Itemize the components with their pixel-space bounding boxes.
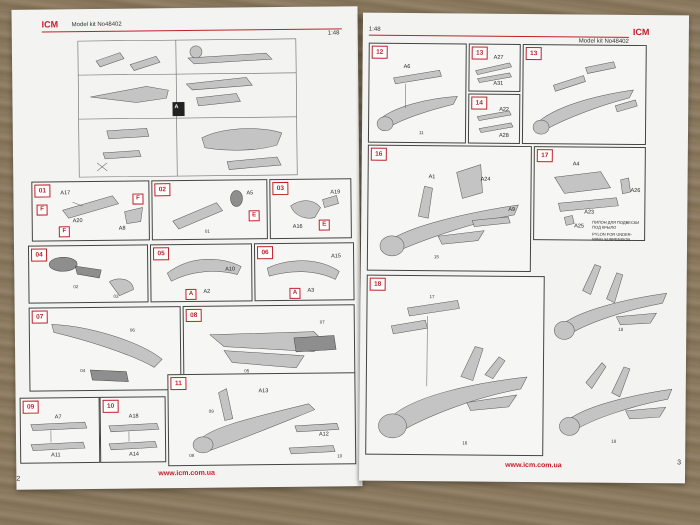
part-label: A12 bbox=[318, 431, 329, 438]
sub-assembly-number: 16 bbox=[462, 440, 468, 446]
step-02-panel: 02 A5 E 01 bbox=[151, 179, 268, 241]
part-label: A31 bbox=[493, 80, 504, 87]
sub-assembly-number: 09 bbox=[208, 408, 214, 414]
sprue-letter: A bbox=[174, 104, 179, 111]
part-label: A19 bbox=[330, 189, 341, 196]
step-13-assembly-panel: 13 bbox=[521, 43, 647, 146]
step-04-panel: 04 02 03 bbox=[27, 244, 149, 304]
sub-assembly-number: 02 bbox=[73, 284, 79, 290]
sub-assembly-number: 06 bbox=[129, 327, 135, 333]
note-english: PYLON FOR UNDER-WING SUSPENSION bbox=[592, 231, 632, 242]
part-label: A1 bbox=[428, 174, 436, 181]
step-16-panel: 16 A1 A24 A9 15 bbox=[366, 144, 532, 273]
part-label: A26 bbox=[630, 187, 641, 195]
sub-assembly-number: 08 bbox=[189, 452, 195, 458]
part-label: A13 bbox=[258, 388, 269, 395]
part-label: A11 bbox=[51, 452, 61, 459]
header-rule bbox=[41, 28, 342, 33]
sub-assembly-number: 18 bbox=[611, 438, 617, 444]
part-label: A17 bbox=[60, 190, 71, 197]
step-01-panel: 01 A17 A20 A8 F F F bbox=[31, 180, 150, 242]
sub-assembly-number: 03 bbox=[113, 293, 119, 299]
step-06-panel: 06 A15 A3 A bbox=[253, 242, 355, 302]
paint-flag: A bbox=[289, 287, 301, 299]
sub-assembly-number: 01 bbox=[204, 228, 210, 234]
part-label: A5 bbox=[246, 190, 254, 197]
part-label: A16 bbox=[292, 223, 303, 230]
step-18-panel: 18 17 16 bbox=[365, 274, 545, 457]
scale-label: 1:48 bbox=[327, 30, 340, 37]
paint-flag: F bbox=[132, 193, 144, 205]
part-label: A10 bbox=[225, 266, 236, 273]
final-assembly-views: 18 18 bbox=[545, 242, 683, 455]
part-label: A14 bbox=[129, 451, 139, 458]
part-label: A18 bbox=[128, 413, 139, 420]
sub-assembly-number: 07 bbox=[319, 319, 325, 325]
step-08-panel: 08 07 05 bbox=[182, 304, 356, 391]
website-url: www.icm.com.ua bbox=[505, 461, 562, 470]
page-number: 2 bbox=[16, 475, 21, 483]
part-label: A4 bbox=[572, 161, 580, 168]
header-rule bbox=[368, 34, 629, 38]
part-label: A25 bbox=[574, 223, 585, 230]
brand-logo: ICM bbox=[41, 19, 59, 30]
paint-flag: F bbox=[36, 204, 48, 216]
part-label: A20 bbox=[72, 218, 83, 225]
scale-label: 1:48 bbox=[368, 26, 381, 33]
sub-assembly-number: 17 bbox=[429, 294, 435, 300]
note-russian: ПИЛОН ДЛЯ ПОДВЕСКИ ПОД КРЫЛО bbox=[592, 219, 640, 230]
part-label: A2 bbox=[203, 288, 211, 295]
part-label: A3 bbox=[307, 287, 315, 294]
website-url: www.icm.com.ua bbox=[158, 469, 215, 478]
step-09-panel: 09 A7 A11 bbox=[19, 396, 101, 464]
part-label: A24 bbox=[480, 176, 491, 183]
part-label: A6 bbox=[403, 63, 411, 71]
step-05-panel: 05 A10 A2 A bbox=[149, 243, 253, 303]
part-label: A8 bbox=[118, 225, 126, 232]
paint-flag: E bbox=[248, 210, 260, 222]
part-label: A15 bbox=[331, 253, 341, 260]
model-kit-label: Model kit No48402 bbox=[71, 21, 122, 29]
sub-assembly-number: 11 bbox=[418, 130, 424, 136]
left-instruction-page: ICM Model kit No48402 1:48 A 01 bbox=[11, 6, 363, 490]
part-label: A28 bbox=[498, 132, 509, 139]
step-14-panel: 14 A22 A28 bbox=[467, 93, 521, 144]
paint-flag: A bbox=[185, 288, 197, 301]
paint-flag: E bbox=[318, 219, 330, 231]
step-17-panel: 17 A4 A26 A23 A25 ПИЛОН ДЛЯ ПОДВЕСКИ ПОД… bbox=[533, 146, 646, 242]
right-instruction-page: 1:48 Model kit No48402 ICM 12 A6 11 13 A… bbox=[358, 12, 690, 484]
part-label: A23 bbox=[584, 209, 595, 216]
brand-logo: ICM bbox=[632, 26, 650, 38]
sub-assembly-number: 04 bbox=[80, 368, 86, 374]
part-label: A7 bbox=[54, 414, 62, 421]
step-10-panel: 10 A18 A14 bbox=[99, 396, 167, 463]
sub-assembly-number: 10 bbox=[337, 453, 343, 459]
sprue-frame: A bbox=[76, 37, 299, 179]
step-07-panel: 07 06 04 bbox=[28, 306, 182, 392]
page-number: 3 bbox=[677, 459, 682, 467]
part-label: A22 bbox=[499, 106, 510, 113]
step-11-panel: 11 A13 A12 09 08 10 bbox=[167, 372, 357, 467]
step-13-panel: 13 A27 A31 bbox=[468, 43, 521, 92]
sub-assembly-number: 15 bbox=[433, 254, 439, 260]
sub-assembly-number: 18 bbox=[618, 326, 624, 332]
paint-flag: F bbox=[58, 226, 70, 238]
part-label: A27 bbox=[493, 54, 504, 61]
part-label: A9 bbox=[508, 206, 516, 213]
step-03-panel: 03 A19 A16 E bbox=[269, 178, 352, 240]
step-12-panel: 12 A6 11 bbox=[367, 42, 467, 144]
